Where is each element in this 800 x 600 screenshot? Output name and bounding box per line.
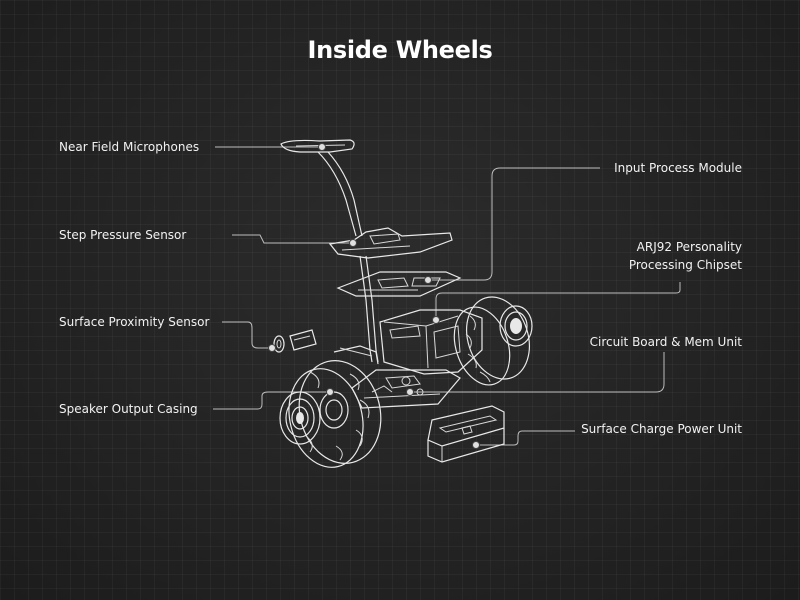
callout-line-step-pressure: [232, 234, 353, 244]
dot-speaker: [326, 388, 334, 396]
label-circuit-board: Circuit Board & Mem Unit: [589, 335, 742, 349]
diagram-title: Inside Wheels: [307, 36, 493, 64]
dot-surface-charge: [472, 441, 480, 449]
proximity-sensor: [273, 329, 317, 353]
handlebar-assembly: [280, 139, 379, 363]
dot-circuit-board: [406, 388, 414, 396]
right-wheel: [453, 296, 533, 386]
label-arj92-line2: Processing Chipset: [628, 258, 742, 272]
callout-line-surface-charge: [476, 430, 575, 446]
callout-line-input-module: [428, 167, 600, 281]
label-surface-proximity-sensor: Surface Proximity Sensor: [59, 315, 210, 329]
speaker-casing: [279, 391, 321, 445]
callout-line-arj92: [435, 282, 681, 318]
callout-line-speaker: [213, 391, 330, 410]
dot-step-pressure: [349, 239, 357, 247]
power-unit: [427, 405, 505, 463]
chassis: [333, 309, 483, 409]
label-near-field-microphones: Near Field Microphones: [59, 140, 200, 154]
dot-arj92: [432, 316, 440, 324]
callout-line-circuit-board: [410, 352, 665, 393]
dot-input-module: [424, 276, 432, 284]
callout-dots: [268, 143, 480, 449]
dot-microphones: [318, 143, 326, 151]
upper-board: [336, 271, 462, 297]
callout-lines: [213, 146, 681, 446]
label-step-pressure-sensor: Step Pressure Sensor: [59, 228, 187, 242]
label-surface-charge-power-unit: Surface Charge Power Unit: [581, 422, 742, 436]
dot-proximity: [268, 344, 276, 352]
label-input-process-module: Input Process Module: [614, 161, 742, 175]
callout-line-proximity: [222, 321, 272, 349]
label-speaker-output-casing: Speaker Output Casing: [59, 402, 198, 416]
step-plate: [328, 227, 453, 259]
label-arj92-line1: ARJ92 Personality: [636, 240, 742, 254]
